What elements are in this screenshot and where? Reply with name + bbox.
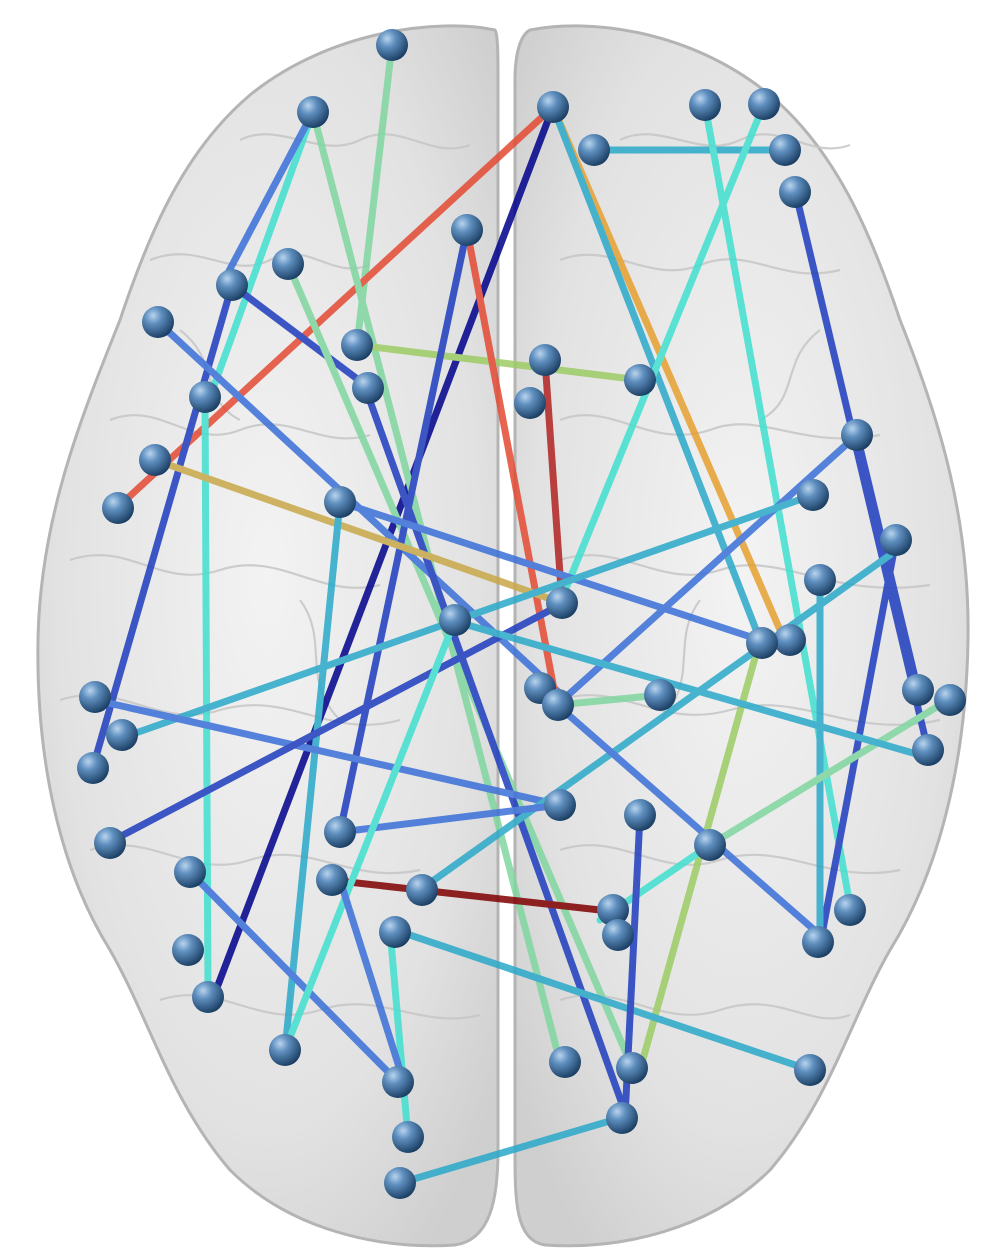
edge [853,431,922,694]
node [77,752,109,784]
node [392,1121,424,1153]
node [324,816,356,848]
edge [706,701,944,849]
edge [416,551,894,894]
node [578,134,610,166]
edge [463,226,561,709]
node [624,364,656,396]
connection-edges [89,41,944,1187]
edge [396,1114,624,1187]
node [804,564,836,596]
edge [201,393,212,999]
node [549,1046,581,1078]
node [79,681,111,713]
node [794,1054,826,1086]
node [694,829,726,861]
edge [151,456,566,607]
edge [553,691,664,709]
node [384,1167,416,1199]
edge [391,926,814,1074]
edge [541,356,566,607]
edge [336,226,471,836]
node [106,719,138,751]
node [779,176,811,208]
node [880,524,912,556]
node [834,894,866,926]
node [269,1034,301,1066]
node [102,492,134,524]
node [616,1052,648,1084]
node [912,734,944,766]
node [606,1102,638,1134]
node [597,894,629,926]
node [644,679,676,711]
node [802,926,834,958]
node [352,372,384,404]
brain-nodes [77,29,966,1199]
node [324,486,356,518]
node [139,444,171,476]
edge [816,536,900,949]
node [406,874,438,906]
node [529,344,561,376]
left-hemisphere [36,24,500,1248]
node [542,689,574,721]
node [297,96,329,128]
node [934,684,966,716]
edge [228,281,372,391]
node [376,29,408,61]
edge [336,876,404,1074]
node [774,624,806,656]
edge [216,108,317,292]
node [537,91,569,123]
node [439,604,471,636]
node [192,981,224,1013]
edge [556,100,768,607]
edge [186,868,402,1086]
edge [386,926,412,1141]
node [451,214,483,246]
edge [446,616,924,759]
node [382,1066,414,1098]
node [746,627,778,659]
node [544,789,576,821]
edge [284,260,636,1071]
edge [126,491,817,739]
node [602,919,634,951]
edge [353,341,644,384]
node [379,916,411,948]
node [189,381,221,413]
node [172,934,204,966]
edge [553,431,861,709]
node [341,329,373,361]
node [769,134,801,166]
node [216,269,248,301]
edge [214,103,557,989]
node [902,674,934,706]
node [142,306,174,338]
node [624,799,656,831]
edge [281,616,459,1054]
node [546,587,578,619]
edge [326,876,604,914]
node [94,827,126,859]
node [797,479,829,511]
node [316,864,348,896]
edge [104,601,564,847]
node [514,387,546,419]
node [174,856,206,888]
edge [281,498,344,1054]
edge [336,498,764,644]
node [748,88,780,120]
edge [206,108,317,401]
node [272,248,304,280]
edge [91,696,564,809]
node [689,89,721,121]
edge [791,186,932,754]
node [841,419,873,451]
edge [536,686,824,939]
